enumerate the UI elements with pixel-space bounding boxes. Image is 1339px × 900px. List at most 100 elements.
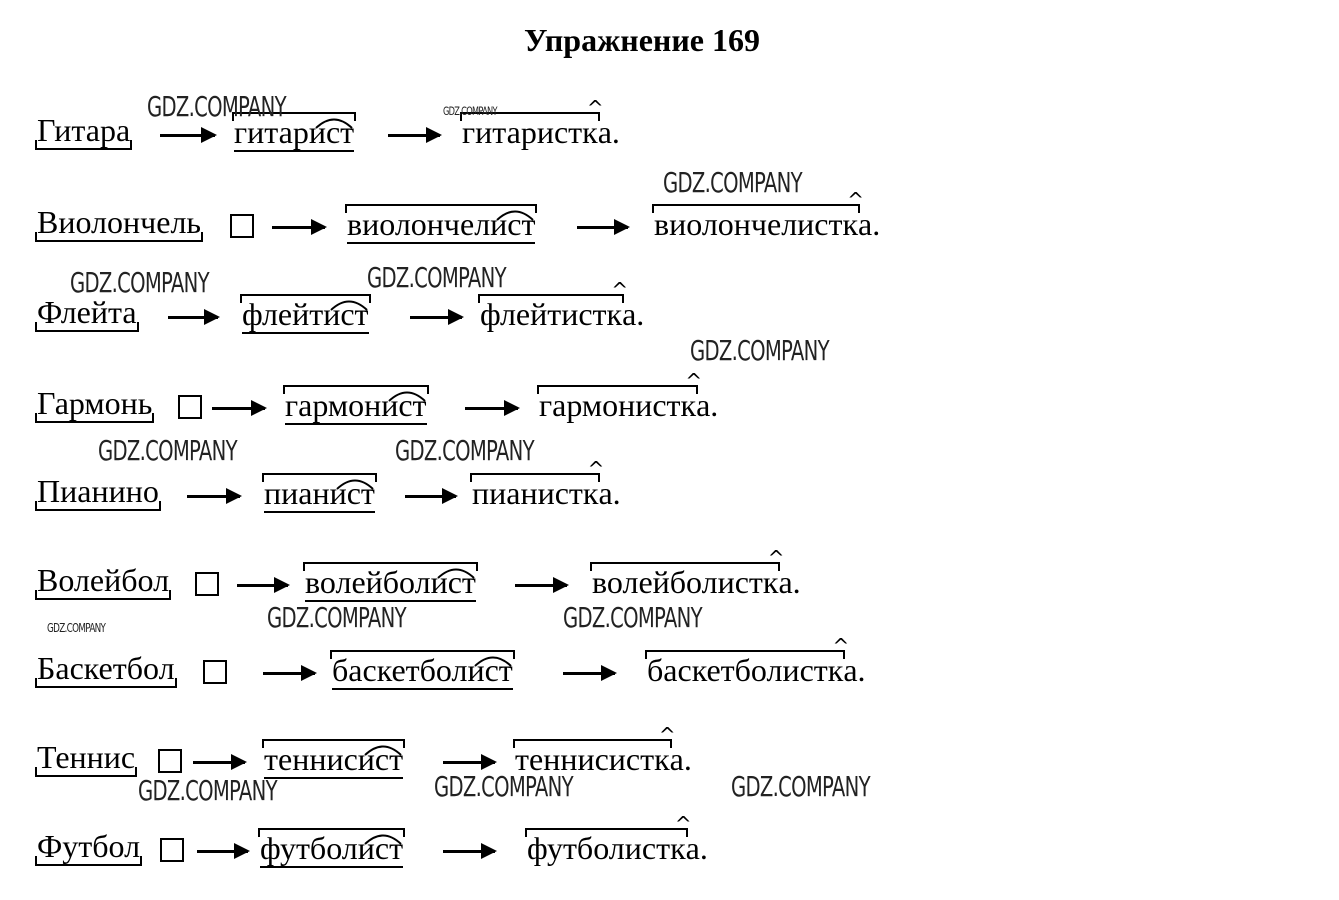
derived-word-1: гармонист [283,385,429,425]
derived-word-2: теннисистк^а. [513,723,694,777]
arrow-icon [263,665,317,681]
suffix-arch-mark [495,192,535,221]
arrow-icon [465,400,520,416]
watermark: GDZ.COMPANY [434,770,574,803]
suffix-caret-mark: ^ [586,96,604,120]
word-stem: флейтист [240,294,371,334]
base-word: Гитара [35,112,133,150]
word-stem: виолончелистк^ [651,188,865,242]
zero-ending-box [160,838,184,862]
word-stem: волейболист [303,562,478,602]
word-stem: волейболистк^ [589,546,785,600]
suffix-arch-mark [363,816,403,845]
word-ending: а. [597,114,620,150]
derived-word-2: футболистк^а. [525,812,710,866]
arrow-icon [443,843,497,859]
word-stem: теннисистк^ [513,723,676,777]
word-stem: гитарист [231,112,357,152]
derived-word-1: гитарист [231,112,357,152]
derived-word-2: гитаристк^а. [460,96,622,150]
base-word: Виолончель [35,204,203,242]
suffix-arch-mark [314,100,354,129]
arrow-icon [410,309,464,325]
word-stem: баскетболистк^ [644,634,850,688]
derived-word-2: виолончелистк^а. [651,188,882,242]
base-word: Пианино [35,473,161,511]
suffix-caret-mark: ^ [847,188,865,212]
derived-word-2: баскетболистк^а. [644,634,868,688]
watermark: GDZ.COMPANY [47,620,106,635]
arrow-icon [443,754,497,770]
arrow-icon [237,577,290,593]
watermark: GDZ.COMPANY [443,104,498,118]
watermark: GDZ.COMPANY [138,774,278,807]
word-ending: а. [843,652,866,688]
suffix-arch-mark [363,727,403,756]
word-stem: пианистк^ [469,457,605,511]
suffix-caret-mark: ^ [587,457,605,481]
derived-word-2: пианистк^а. [469,457,623,511]
arrow-icon [388,127,442,143]
word-ending: а. [858,206,881,242]
watermark: GDZ.COMPANY [367,261,507,294]
arrow-icon [193,754,247,770]
watermark: GDZ.COMPANY [98,434,238,467]
derived-word-1: флейтист [240,294,371,334]
arrow-icon [563,665,617,681]
suffix-arch-mark [329,282,369,311]
zero-ending-box [178,395,202,419]
derived-word-1: волейболист [303,562,478,602]
arrow-icon [405,488,458,504]
arrow-icon [577,219,630,235]
suffix-caret-mark: ^ [767,546,785,570]
zero-ending-box [230,214,254,238]
word-ending: а. [696,387,719,423]
word-stem: футболистк^ [525,812,692,866]
watermark: GDZ.COMPANY [731,770,871,803]
derived-word-1: футболист [257,828,406,868]
derived-word-1: теннисист [261,739,406,779]
word-stem: гитаристк^ [460,96,604,150]
arrow-icon [212,400,267,416]
suffix-arch-mark [473,638,513,667]
derived-word-2: волейболистк^а. [589,546,803,600]
suffix-caret-mark: ^ [685,369,703,393]
suffix-caret-mark: ^ [611,278,629,302]
word-stem: виолончелист [344,204,538,244]
arrow-icon [272,219,327,235]
suffix-arch-mark [335,461,375,490]
word-ending: а. [669,741,692,777]
base-word: Баскетбол [35,650,177,688]
base-word: Волейбол [35,562,172,600]
word-ending: а. [622,296,645,332]
word-stem: футболист [257,828,406,868]
suffix-arch-mark [387,373,427,402]
zero-ending-box [158,749,182,773]
word-ending: а. [778,564,801,600]
derived-word-2: гармонистк^а. [536,369,720,423]
word-stem: флейтистк^ [477,278,629,332]
zero-ending-box [203,660,227,684]
base-word: Флейта [35,294,139,332]
arrow-icon [197,843,250,859]
word-stem: пианист [262,473,377,513]
derived-word-2: флейтистк^а. [477,278,646,332]
watermark: GDZ.COMPANY [563,601,703,634]
base-word: Футбол [35,828,143,866]
arrow-icon [160,127,217,143]
base-word: Теннис [35,739,138,777]
suffix-caret-mark: ^ [832,634,850,658]
watermark: GDZ.COMPANY [70,266,210,299]
suffix-caret-mark: ^ [674,812,692,836]
word-stem: теннисист [261,739,406,779]
word-ending: а. [598,475,621,511]
word-stem: гармонистк^ [536,369,703,423]
derived-word-1: баскетболист [330,650,515,690]
base-word: Гармонь [35,385,155,423]
watermark: GDZ.COMPANY [395,434,535,467]
watermark: GDZ.COMPANY [147,90,287,123]
arrow-icon [515,577,569,593]
suffix-caret-mark: ^ [658,723,676,747]
watermark: GDZ.COMPANY [267,601,407,634]
watermark: GDZ.COMPANY [663,166,803,199]
